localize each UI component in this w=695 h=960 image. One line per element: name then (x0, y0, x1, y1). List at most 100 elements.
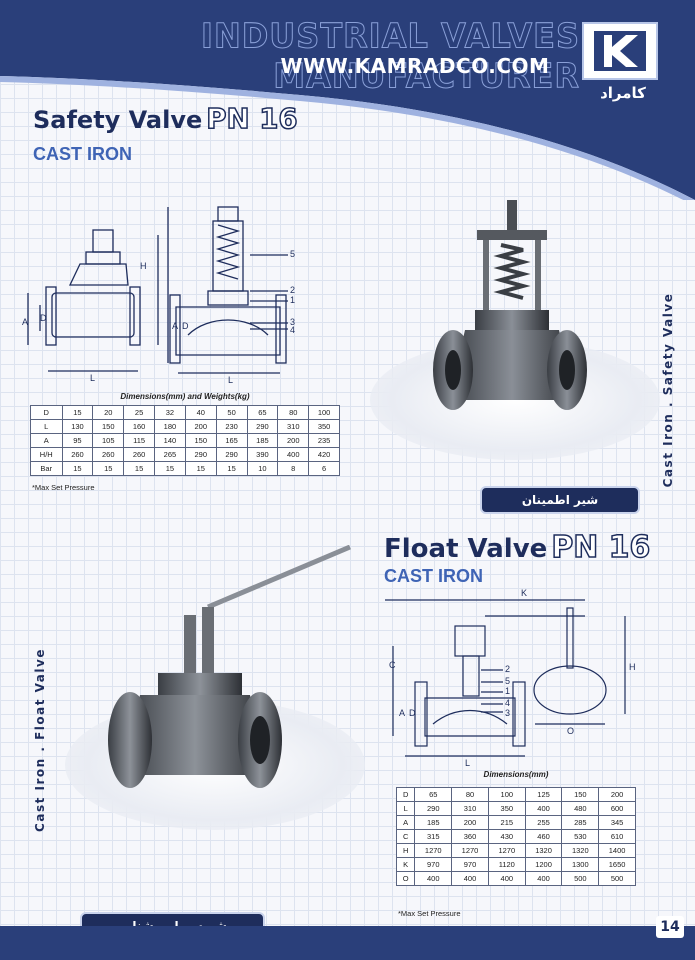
table-row-header: H (395, 843, 416, 858)
table-cell: 20 (92, 405, 125, 420)
safety-draw-label: 4 (290, 325, 295, 335)
safety-draw-label: 1 (290, 295, 295, 305)
float-draw-label: C (389, 660, 396, 670)
table-cell: 15 (154, 461, 186, 476)
table-row-header: H/H (30, 447, 63, 462)
float-draw-label: O (567, 726, 574, 736)
table-cell: 15 (61, 405, 94, 420)
table-cell: 230 (215, 419, 248, 434)
table-cell: 1320 (561, 843, 600, 858)
table-cell: 390 (246, 447, 279, 462)
table-cell: 15 (61, 461, 94, 476)
table-cell: 1300 (561, 857, 600, 872)
table-cell: 400 (487, 871, 526, 886)
table-cell: 200 (184, 419, 217, 434)
safety-draw-label: 5 (290, 249, 295, 259)
table-cell: 1270 (487, 843, 526, 858)
table-cell: 50 (215, 405, 248, 420)
table-cell: 400 (277, 447, 310, 462)
table-cell: 480 (561, 801, 600, 816)
safety-draw-label: 3 (290, 317, 295, 327)
table-cell: 130 (61, 419, 94, 434)
table-cell: 6 (308, 461, 340, 476)
table-cell: 610 (598, 829, 636, 844)
table-cell: 80 (451, 787, 489, 802)
table-cell: 160 (123, 419, 156, 434)
table-cell: 105 (92, 433, 125, 448)
table-cell: 500 (561, 871, 600, 886)
float-draw-label: 5 (505, 676, 510, 686)
safety-draw-label: A (172, 321, 178, 331)
safety-title-text: Safety Valve (33, 106, 203, 134)
table-row-header: D (395, 787, 416, 802)
logo-text: کامراد (600, 84, 646, 102)
table-cell: 970 (414, 857, 453, 872)
table-row-header: L (395, 801, 416, 816)
table-cell: 185 (414, 815, 453, 830)
table-cell: 315 (414, 829, 453, 844)
footer-band (0, 926, 695, 960)
safety-draw-label: D (182, 321, 189, 331)
safety-draw-label: L (228, 375, 233, 385)
table-cell: 460 (524, 829, 563, 844)
table-cell: 360 (451, 829, 489, 844)
safety-valve-drawing: H D A L 5 2 1 3 4 A D L (22, 206, 295, 385)
table-cell: 65 (246, 405, 279, 420)
table-cell: 200 (277, 433, 310, 448)
table-cell: 970 (451, 857, 489, 872)
table-cell: 400 (524, 801, 563, 816)
safety-draw-label: L (90, 373, 95, 383)
float-table-caption: Dimensions(mm) (483, 770, 549, 779)
table-cell: 235 (308, 433, 340, 448)
table-cell: 80 (277, 405, 310, 420)
table-cell: 100 (308, 405, 340, 420)
table-cell: 285 (561, 815, 600, 830)
table-cell: 185 (246, 433, 279, 448)
table-row-header: L (30, 419, 63, 434)
table-cell: 32 (154, 405, 186, 420)
safety-persian-label: شیر اطمینان (480, 486, 640, 514)
table-cell: 15 (123, 461, 156, 476)
table-cell: 95 (61, 433, 94, 448)
table-cell: 350 (487, 801, 526, 816)
float-draw-label: 1 (505, 686, 510, 696)
table-cell: 400 (524, 871, 563, 886)
float-valve-photo (108, 545, 351, 788)
float-valve-drawing: K C H 2 5 1 4 3 A D O L (385, 588, 636, 768)
safety-subtitle: CAST IRON (33, 144, 132, 164)
float-draw-label: H (629, 662, 636, 672)
table-cell: 40 (184, 405, 217, 420)
table-cell: 1200 (524, 857, 563, 872)
safety-draw-label: 2 (290, 285, 295, 295)
table-row-header: A (30, 433, 63, 448)
float-draw-label: 2 (505, 664, 510, 674)
table-cell: 430 (487, 829, 526, 844)
table-cell: 8 (277, 461, 310, 476)
company-logo: کامراد (582, 22, 664, 108)
table-cell: 140 (154, 433, 186, 448)
header-url[interactable]: WWW.KAMRADCO.COM (280, 54, 550, 78)
table-cell: 400 (451, 871, 489, 886)
table-cell: 165 (215, 433, 248, 448)
float-draw-label: A (399, 708, 405, 718)
table-cell: 1120 (487, 857, 526, 872)
page-number: 14 (656, 916, 684, 938)
table-row-header: D (30, 405, 63, 420)
table-cell: 310 (451, 801, 489, 816)
table-row-header: K (395, 857, 416, 872)
table-cell: 150 (92, 419, 125, 434)
float-draw-label: K (521, 588, 527, 598)
table-cell: 260 (92, 447, 125, 462)
safety-side-label: Cast Iron . Safety Valve (661, 292, 675, 488)
